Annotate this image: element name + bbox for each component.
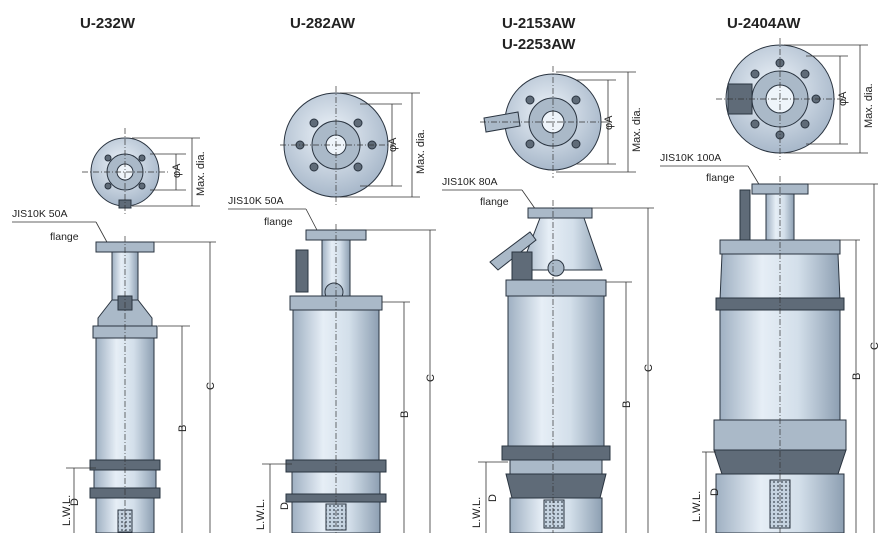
pump-u2404aw-side-view bbox=[713, 176, 847, 533]
dim-max-dia-u282aw: Max. dia. bbox=[415, 129, 427, 174]
dim-lwl-u2153aw: L.W.L. bbox=[471, 497, 483, 528]
dim-b-u2153aw: B bbox=[621, 401, 633, 408]
dim-max-dia-u2153aw: Max. dia. bbox=[631, 107, 643, 152]
pump-u2153aw-top-view bbox=[480, 66, 636, 178]
dim-b-u282aw: B bbox=[399, 411, 411, 418]
dim-phi-a-u2404aw: φA bbox=[837, 91, 849, 106]
flange-spec-u2153aw: JIS10K 80A bbox=[442, 176, 497, 188]
dim-d-u2153aw: D bbox=[487, 494, 499, 502]
pump-u282aw-top-view bbox=[280, 86, 420, 205]
pump-title-u232w: U-232W bbox=[80, 15, 136, 32]
dim-d-u2404aw: D bbox=[709, 488, 721, 496]
dim-lwl-u2404aw: L.W.L. bbox=[691, 491, 703, 522]
dim-c-u232w: C bbox=[205, 382, 217, 390]
pump-title-u2253aw: U-2253AW bbox=[502, 36, 576, 53]
dim-lwl-u282aw: L.W.L. bbox=[255, 499, 267, 530]
dim-max-dia-u2404aw: Max. dia. bbox=[863, 83, 875, 128]
flange-word-u2404aw: flange bbox=[706, 172, 735, 184]
flange-spec-u2404aw: JIS10K 100A bbox=[660, 152, 721, 164]
flange-word-u232w: flange bbox=[50, 231, 79, 243]
dim-lwl-u232w: L.W.L. bbox=[61, 495, 73, 526]
dim-c-u2153aw: C bbox=[643, 364, 655, 372]
pump-title-u282aw: U-282AW bbox=[290, 15, 356, 32]
flange-spec-u232w: JIS10K 50A bbox=[12, 208, 67, 220]
dim-phi-a-u232w: φA bbox=[171, 163, 183, 178]
flange-word-u282aw: flange bbox=[264, 216, 293, 228]
flange-word-u2153aw: flange bbox=[480, 196, 509, 208]
dim-max-dia-u232w: Max. dia. bbox=[195, 151, 207, 196]
dim-b-u2404aw: B bbox=[851, 373, 863, 380]
pump-u282aw-side-view bbox=[285, 224, 387, 533]
dim-d-u282aw: D bbox=[279, 502, 291, 510]
pump-title-u2153aw: U-2153AW bbox=[502, 15, 576, 32]
pump-u2404aw-top-view bbox=[716, 38, 868, 160]
dim-c-u2404aw: C bbox=[869, 342, 881, 350]
pump-u232w-side-view bbox=[89, 236, 161, 533]
flange-spec-u282aw: JIS10K 50A bbox=[228, 195, 283, 207]
dim-d-u232w: D bbox=[69, 498, 81, 506]
pump-title-u2404aw: U-2404AW bbox=[727, 15, 801, 32]
dim-c-u282aw: C bbox=[425, 374, 437, 382]
pump-u232w-top-view bbox=[82, 128, 200, 216]
pump-u2153aw-side-view bbox=[489, 200, 611, 533]
dim-b-u232w: B bbox=[177, 425, 189, 432]
dim-phi-a-u282aw: φA bbox=[387, 137, 399, 152]
dim-phi-a-u2153aw: φA bbox=[603, 115, 615, 130]
